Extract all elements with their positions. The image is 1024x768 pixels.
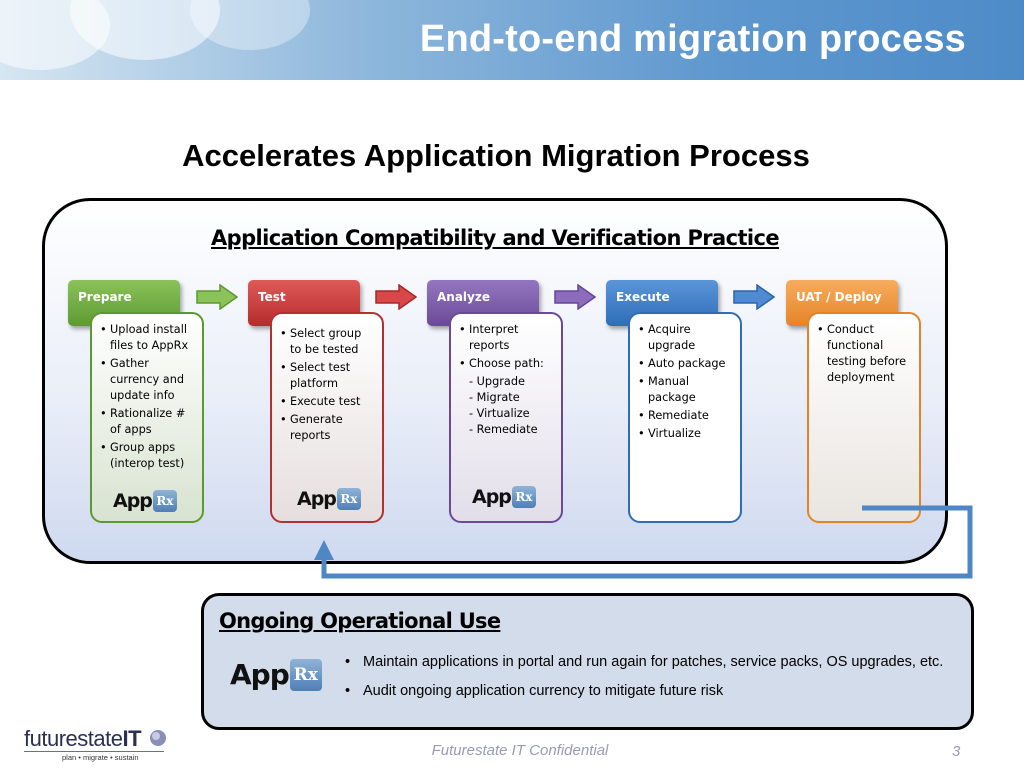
sub-item: - Remediate bbox=[469, 423, 538, 436]
arrow-right-icon bbox=[375, 284, 417, 310]
stage-box-test: Select group to be tested Select test pl… bbox=[270, 312, 384, 523]
list-item: Conduct functional testing before deploy… bbox=[817, 322, 913, 386]
page-number: 3 bbox=[952, 743, 961, 760]
list-item: Auto package bbox=[638, 356, 734, 372]
list-item: Interpret reports bbox=[459, 322, 555, 354]
list-item: Execute test bbox=[280, 394, 376, 410]
apprx-logo: App Rx bbox=[472, 486, 536, 508]
stage-label: UAT / Deploy bbox=[796, 290, 882, 304]
futurestate-logo: futurestateIT plan • migrate • sustain bbox=[24, 726, 166, 762]
list-item: Maintain applications in portal and run … bbox=[341, 652, 951, 672]
ongoing-use-panel: App Rx Maintain applications in portal a… bbox=[201, 593, 974, 730]
apprx-logo: App Rx bbox=[230, 658, 322, 691]
sub-item: - Virtualize bbox=[469, 407, 530, 420]
list-item: Manual package bbox=[638, 374, 734, 406]
arrow-right-icon bbox=[733, 284, 775, 310]
list-item: Upload install files to AppRx bbox=[100, 322, 196, 354]
list-item: Remediate bbox=[638, 408, 734, 424]
sub-item: - Migrate bbox=[469, 391, 520, 404]
list-item: Acquire upgrade bbox=[638, 322, 734, 354]
stage-box-prepare: Upload install files to AppRx Gather cur… bbox=[90, 312, 204, 523]
arrow-right-icon bbox=[554, 284, 596, 310]
slide-subtitle: Accelerates Application Migration Proces… bbox=[182, 138, 810, 173]
list-item: Virtualize bbox=[638, 426, 734, 442]
list-item: Choose path: bbox=[459, 356, 555, 372]
stage-box-execute: Acquire upgrade Auto package Manual pack… bbox=[628, 312, 742, 523]
practice-title: Application Compatibility and Verificati… bbox=[210, 226, 780, 250]
list-item: Group apps (interop test) bbox=[100, 440, 196, 472]
list-item: Generate reports bbox=[280, 412, 376, 444]
divider bbox=[24, 751, 164, 752]
slide-title: End-to-end migration process bbox=[419, 18, 966, 60]
apprx-logo: App Rx bbox=[113, 490, 177, 512]
arrow-right-icon bbox=[196, 284, 238, 310]
list-item: Audit ongoing application currency to mi… bbox=[341, 681, 951, 701]
cloud-decoration bbox=[190, 0, 310, 50]
stage-label: Execute bbox=[616, 290, 670, 304]
apprx-logo: App Rx bbox=[297, 488, 361, 510]
stage-label: Test bbox=[258, 290, 286, 304]
list-item: Gather currency and update info bbox=[100, 356, 196, 404]
logo-tagline: plan • migrate • sustain bbox=[62, 753, 139, 762]
logo-orb-icon bbox=[150, 730, 166, 746]
stage-label: Analyze bbox=[437, 290, 490, 304]
ongoing-title: Ongoing Operational Use bbox=[219, 609, 501, 633]
stage-box-uat-deploy: Conduct functional testing before deploy… bbox=[807, 312, 921, 523]
header-banner: End-to-end migration process bbox=[0, 0, 1024, 80]
list-item: Rationalize # of apps bbox=[100, 406, 196, 438]
sub-item: - Upgrade bbox=[469, 375, 525, 388]
list-item: Select group to be tested bbox=[280, 326, 376, 358]
stage-box-analyze: Interpret reports Choose path: - Upgrade… bbox=[449, 312, 563, 523]
stage-label: Prepare bbox=[78, 290, 132, 304]
list-item: Select test platform bbox=[280, 360, 376, 392]
confidential-notice: Futurestate IT Confidential bbox=[431, 742, 609, 759]
